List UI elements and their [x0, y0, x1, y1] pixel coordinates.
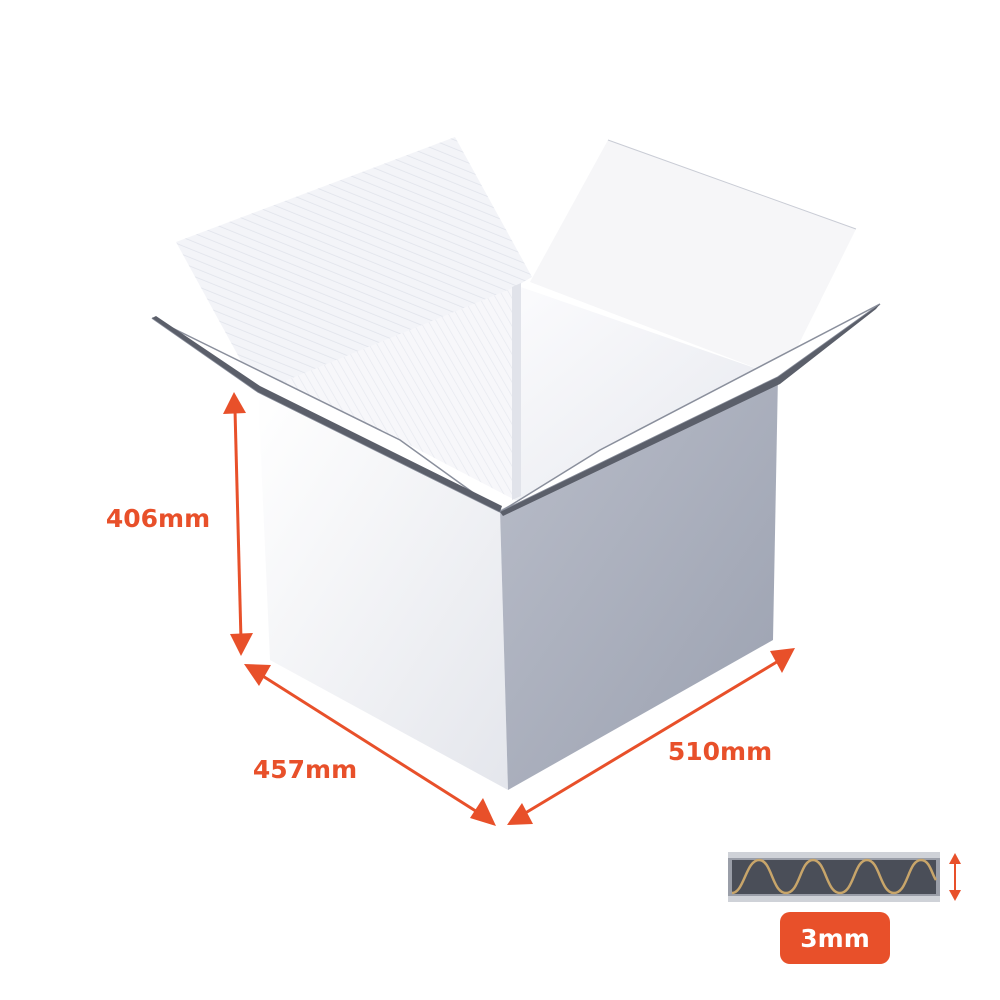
height-label: 406mm: [106, 504, 210, 533]
box-corner-divider: [512, 283, 521, 500]
wall-thickness-badge: 3mm: [780, 912, 890, 964]
height-dimension-arrow: [223, 392, 253, 656]
width-label: 457mm: [253, 755, 357, 784]
width-dimension-arrow: [244, 664, 496, 826]
box-back-left-flap: [176, 137, 532, 392]
length-label: 510mm: [668, 737, 772, 766]
box-inner-left-wall: [258, 285, 515, 500]
box-front-face: [258, 390, 508, 790]
length-dimension-arrow: [507, 648, 795, 825]
box-inner-back-wall: [515, 285, 775, 500]
wall-thickness-label: 3mm: [800, 923, 870, 953]
box-icon: [151, 137, 881, 790]
box-back-right-flap: [530, 140, 856, 378]
corrugated-board-icon: [728, 852, 961, 902]
